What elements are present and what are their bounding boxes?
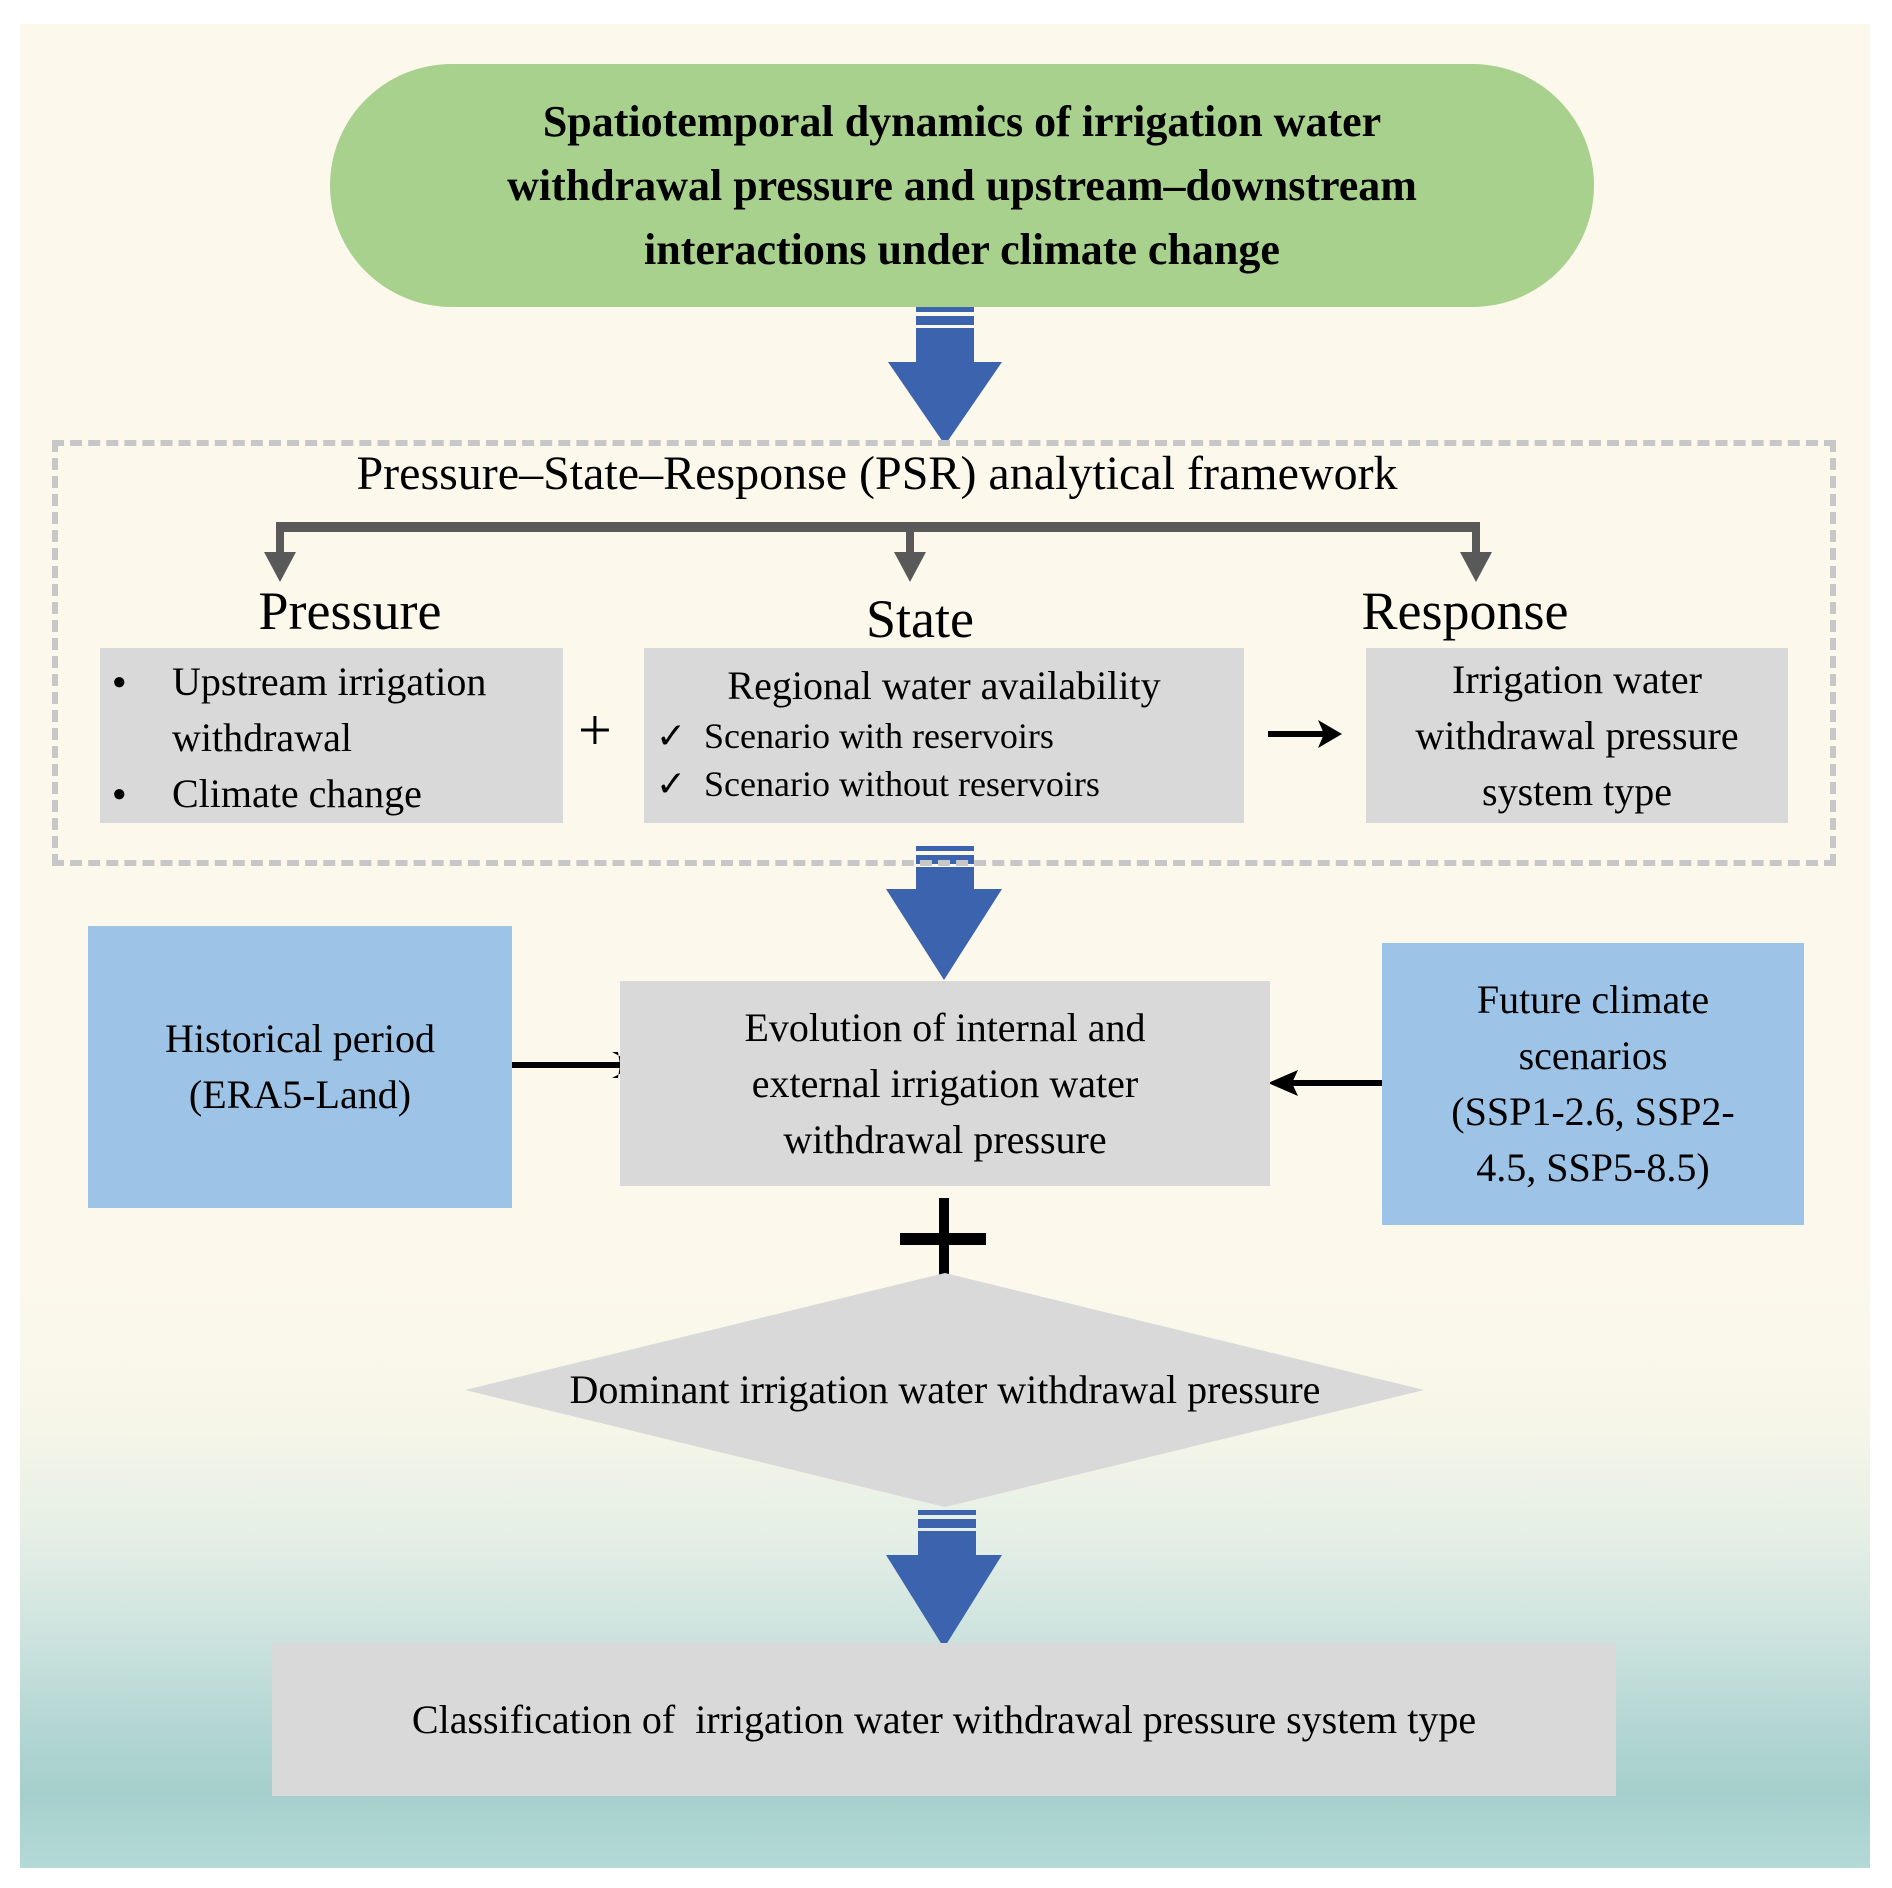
state-heading: State [866,589,974,649]
title-box: Spatiotemporal dynamics of irrigation wa… [330,64,1594,307]
arrow-to-state [894,552,926,582]
evolution-text: Evolution of internal and external irrig… [744,1004,1146,1162]
pressure-heading: Pressure [258,581,442,641]
classification-box: Classification of irrigation water withd… [272,1643,1616,1796]
block-arrow-2 [886,846,1002,980]
pressure-box: Upstream irrigation withdrawal Climate c… [100,648,563,823]
pressure-item: Climate change [100,766,563,822]
dominant-pressure-diamond [465,1273,1424,1507]
arrow-future-to-evolution [1268,1070,1400,1096]
plus-symbol-large [900,1198,986,1280]
pressure-item: Upstream irrigation withdrawal [100,654,563,766]
classification-text: Classification of irrigation water withd… [411,1697,1477,1742]
historical-period-box: Historical period (ERA5-Land) [88,926,512,1208]
arrow-pressure-state-to-response [1268,720,1342,748]
state-scenario-item: Scenario with reservoirs [644,712,1244,760]
historical-period-text: Historical period (ERA5-Land) [165,1016,435,1117]
psr-framework-frame [52,440,1836,866]
arrow-historical-to-evolution [510,1052,636,1078]
arrow-to-pressure [264,552,296,582]
state-scenario-item: Scenario without reservoirs [644,760,1244,808]
future-climate-box: Future climate scenarios (SSP1-2.6, SSP2… [1382,943,1804,1225]
block-arrow-1 [888,307,1002,445]
dominant-pressure-text: Dominant irrigation water withdrawal pre… [569,1367,1321,1412]
evolution-box: Evolution of internal and external irrig… [620,981,1270,1186]
plus-symbol-small: + [578,697,612,763]
response-text: Irrigation water withdrawal pressure sys… [1415,656,1739,814]
title-text: Spatiotemporal dynamics of irrigation wa… [507,96,1417,274]
psr-framework-title: Pressure–State–Response (PSR) analytical… [356,447,1398,500]
response-heading: Response [1361,581,1569,641]
psr-branch-connector [264,522,1492,582]
arrow-to-response [1460,552,1492,582]
state-subtitle: Regional water availability [727,663,1161,708]
future-climate-text: Future climate scenarios (SSP1-2.6, SSP2… [1451,977,1735,1190]
state-box: Regional water availability Scenario wit… [644,648,1244,823]
block-arrow-3 [886,1510,1002,1648]
response-box: Irrigation water withdrawal pressure sys… [1366,648,1788,823]
